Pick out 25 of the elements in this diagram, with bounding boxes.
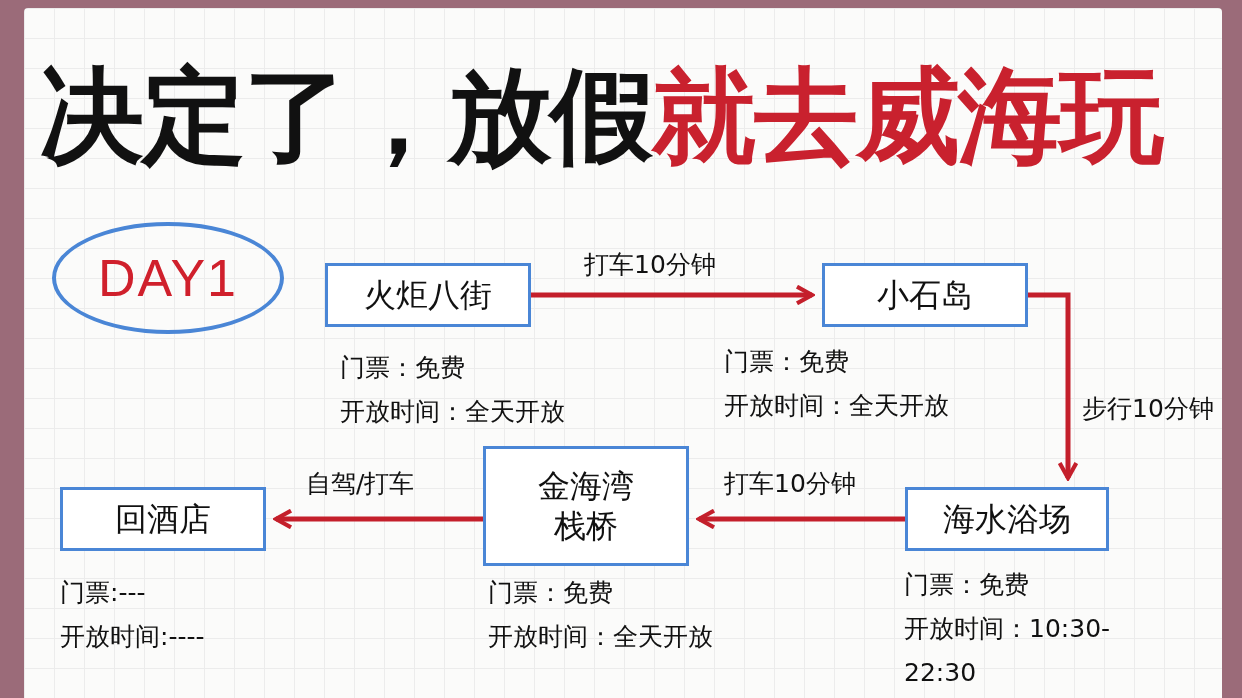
info-text: 门票:--- bbox=[60, 577, 147, 609]
info-text: 门票：免费 bbox=[340, 352, 466, 384]
info-text: 开放时间：全天开放 bbox=[340, 395, 565, 428]
location-box: 火炬八街 bbox=[325, 263, 531, 327]
edge-label: 打车10分钟 bbox=[584, 249, 716, 281]
location-box: 小石岛 bbox=[822, 263, 1028, 327]
title: 决定了，放假就去威海玩 bbox=[40, 54, 1162, 179]
edge-label: 自驾/打车 bbox=[306, 468, 415, 500]
info-text: 开放时间：10:30-22:30 bbox=[904, 612, 1112, 689]
info-text: 开放时间:---- bbox=[60, 620, 205, 653]
edge-label: 步行10分钟 bbox=[1082, 393, 1214, 425]
info-text: 开放时间：全天开放 bbox=[488, 620, 713, 653]
info-text: 门票：免费 bbox=[488, 577, 614, 609]
info-text: 门票：免费 bbox=[904, 569, 1030, 601]
location-box: 金海湾栈桥 bbox=[483, 446, 689, 566]
arrow bbox=[531, 284, 815, 306]
edge-label: 打车10分钟 bbox=[724, 468, 856, 500]
arrow bbox=[696, 508, 905, 530]
location-box: 海水浴场 bbox=[905, 487, 1109, 551]
arrow bbox=[273, 508, 483, 530]
day-oval: DAY1 bbox=[52, 222, 284, 334]
location-box: 回酒店 bbox=[60, 487, 266, 551]
info-text: 开放时间：全天开放 bbox=[724, 389, 949, 422]
info-text: 门票：免费 bbox=[724, 346, 850, 378]
arrow bbox=[1028, 292, 1079, 481]
